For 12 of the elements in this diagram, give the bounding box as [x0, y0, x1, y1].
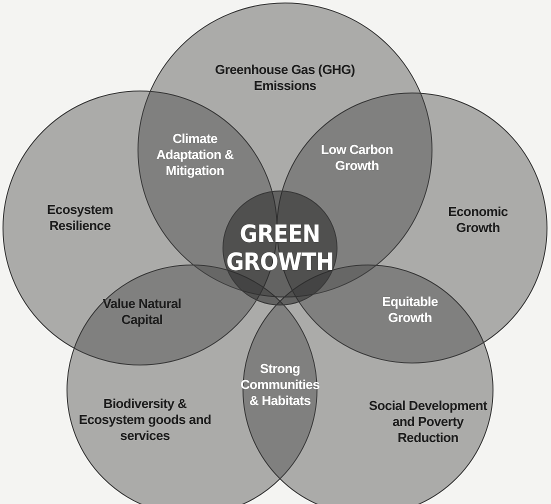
overlap-label: Equitable Growth — [381, 294, 439, 326]
overlap-label: Climate Adaptation & Mitigation — [155, 131, 235, 179]
overlap-label: Strong Communities & Habitats — [239, 361, 321, 409]
circle-label: Biodiversity & Ecosystem goods and services — [78, 396, 212, 444]
circle-label: Ecosystem Resilience — [46, 202, 114, 234]
overlap-label: Value Natural Capital — [102, 296, 182, 328]
center-title: GREEN GROWTH — [225, 220, 335, 276]
circle-label: Economic Growth — [447, 204, 509, 236]
overlap-label: Low Carbon Growth — [320, 142, 394, 174]
circle-label: Social Development and Poverty Reduction — [368, 398, 488, 446]
circle-label: Greenhouse Gas (GHG) Emissions — [214, 62, 356, 94]
venn-circle — [222, 190, 338, 306]
